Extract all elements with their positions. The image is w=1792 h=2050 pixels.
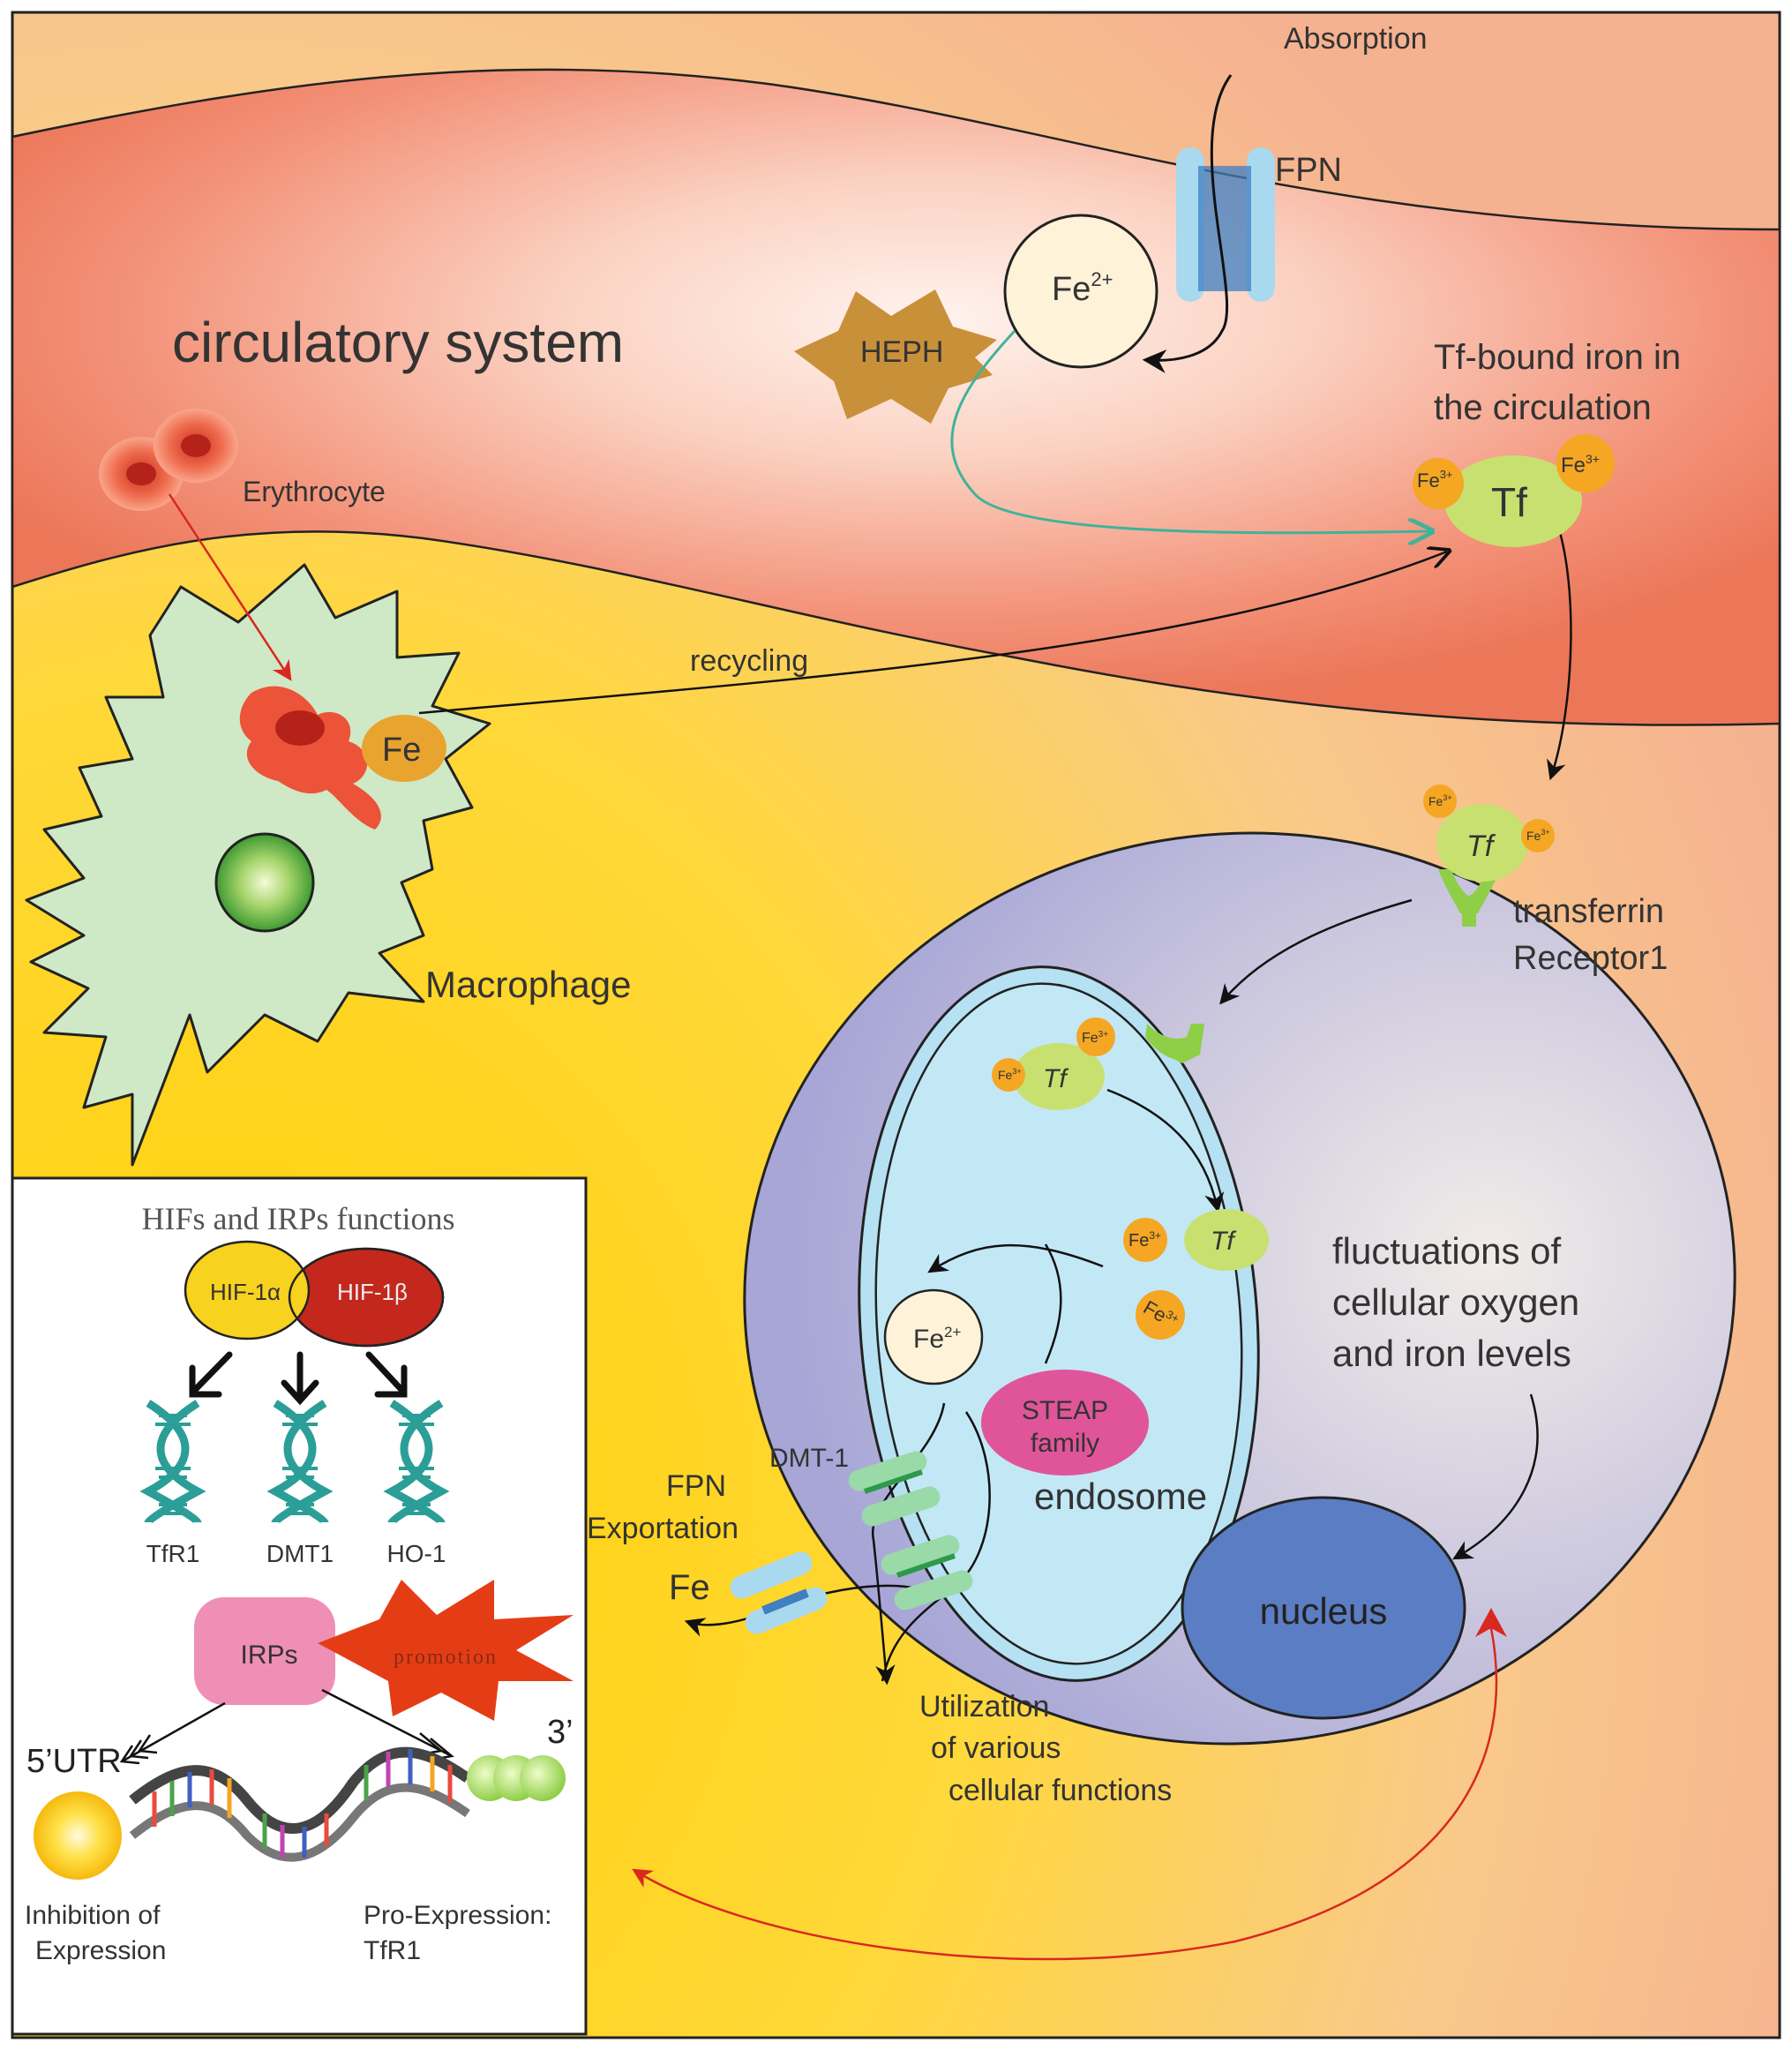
fluctuation-label-line3: and iron levels — [1332, 1333, 1571, 1374]
end3-label: 3’ — [547, 1714, 574, 1751]
dmt1-label: DMT-1 — [769, 1444, 849, 1473]
hif1b-outline — [288, 1247, 445, 1348]
poly-a-tail — [467, 1755, 566, 1801]
fe-macrophage-label: Fe — [382, 732, 421, 769]
irps-to-3end-arrow — [321, 1688, 453, 1758]
five-prime-cap — [34, 1791, 122, 1880]
hif-target-arrows — [189, 1351, 408, 1406]
inhibition-label-line1: Inhibition of — [25, 1901, 161, 1930]
hif1a-label: HIF-1α — [210, 1279, 281, 1305]
nucleus-label: nucleus — [1260, 1590, 1388, 1632]
transferrin-label-line2: Receptor1 — [1513, 940, 1668, 977]
nucleus-feedback-arrow — [632, 1627, 1498, 1961]
macrophage-nucleus — [214, 832, 315, 933]
tf-dissociation-arrow — [1106, 1088, 1225, 1213]
utilization-label-line1: Utilization — [919, 1690, 1049, 1723]
tf-bound-label-line1: Tf-bound iron in — [1434, 338, 1681, 377]
transferrin-label-line1: transferrin — [1513, 893, 1664, 930]
tf-endosome-label: Tf — [1043, 1064, 1068, 1093]
tf-released — [1123, 1209, 1269, 1340]
gene-label-ho1: HO-1 — [387, 1540, 446, 1567]
transferrin-receptor-complex — [1423, 785, 1555, 927]
heph-enzyme — [794, 289, 997, 424]
inhibition-label-line2: Expression — [35, 1936, 166, 1965]
recycling-arrow — [418, 552, 1447, 715]
receptor-to-endosome-arrow — [1219, 898, 1413, 1005]
fluctuation-label-line1: fluctuations of — [1332, 1230, 1561, 1272]
fe3-receptor-right-label: Fe3+ — [1526, 828, 1550, 843]
fe3-receptor-left-label: Fe3+ — [1428, 793, 1452, 808]
tf-endosome-complex — [992, 1017, 1115, 1110]
hif1b-label: HIF-1β — [337, 1279, 408, 1305]
erythrocyte-to-macrophage-arrow — [168, 493, 292, 681]
fe-macrophage-circle — [362, 715, 446, 782]
tf-receptor-label: Tf — [1466, 830, 1496, 863]
erythrocytes — [99, 409, 238, 511]
fpn-export-label-line1: FPN — [666, 1469, 726, 1503]
absorption-label: Absorption — [1284, 22, 1428, 56]
steap-family — [981, 1370, 1149, 1476]
tf-bound-label-line2: the circulation — [1434, 388, 1652, 427]
inset-title: HIFs and IRPs functions — [141, 1201, 454, 1236]
irps-to-5utr-arrowhead — [119, 1734, 158, 1765]
gene-label-dmt1: DMT1 — [266, 1540, 334, 1567]
steap-label-line1: STEAP — [1022, 1396, 1108, 1425]
heph-label: HEPH — [860, 335, 943, 369]
fe2-circle-endosome — [883, 1288, 984, 1385]
endosome-membrane-receptor — [1145, 1024, 1204, 1063]
fe2-top-label: Fe2+ — [1052, 268, 1113, 308]
fluctuation-label-line2: cellular oxygen — [1332, 1281, 1579, 1323]
nucleus-feedback-head — [1475, 1608, 1507, 1637]
fe2-endosome-label: Fe2+ — [913, 1324, 961, 1354]
nucleus — [1181, 1496, 1466, 1720]
fe3-endosome-left-label: Fe3+ — [998, 1067, 1022, 1082]
fe3-circulation-right-label: Fe3+ — [1561, 452, 1600, 477]
dmt1-transporters — [848, 1451, 973, 1611]
pro-expression-label-line2: TfR1 — [364, 1936, 421, 1965]
fe2-circle-top — [1003, 214, 1158, 369]
utilization-label-line2: of various — [931, 1731, 1061, 1765]
tf-circulation-complex — [1413, 434, 1615, 547]
irps-label: IRPs — [240, 1641, 297, 1670]
fe3-released-top-label: Fe3+ — [1128, 1229, 1161, 1250]
macrophage-label: Macrophage — [425, 964, 631, 1005]
hif1a-ellipse — [184, 1240, 311, 1340]
irps-box — [194, 1597, 335, 1705]
promotion-label: promotion — [394, 1646, 498, 1669]
gene-label-tfr1: TfR1 — [146, 1540, 200, 1567]
absorption-arrow — [1142, 74, 1233, 373]
steap-reduction-arrow — [927, 1243, 1104, 1273]
steap-label-line2: family — [1031, 1429, 1099, 1458]
fe3-endosome-right-label: Fe3+ — [1082, 1030, 1108, 1046]
mrna-strand — [129, 1746, 471, 1862]
phagocytosed-erythrocyte — [239, 686, 381, 830]
fe-export-label: Fe — [669, 1568, 710, 1607]
fpn-top-label: FPN — [1275, 152, 1342, 189]
fpn-channel-top — [1176, 147, 1275, 302]
fe2-to-utilization-arrow-a — [871, 1402, 946, 1686]
recycling-label: recycling — [690, 644, 808, 678]
utr5-label: 5’UTR — [26, 1743, 122, 1780]
tf-circulation-label: Tf — [1491, 479, 1527, 525]
circulatory-system-label: circulatory system — [172, 311, 624, 374]
pro-expression-label-line1: Pro-Expression: — [364, 1901, 551, 1930]
tf-released-label: Tf — [1211, 1227, 1236, 1256]
utilization-label-line3: cellular functions — [948, 1774, 1172, 1807]
fpn-channel-export — [730, 1551, 828, 1634]
fpn-export-label-line2: Exportation — [587, 1512, 739, 1545]
steap-reduction-link — [1044, 1243, 1062, 1364]
endosome-label: endosome — [1034, 1476, 1207, 1517]
fluctuation-to-nucleus-arrow — [1452, 1393, 1539, 1560]
tf-to-receptor-arrow — [1547, 511, 1572, 781]
erythrocyte-label: Erythrocyte — [243, 476, 386, 507]
fe3-circulation-left-label: Fe3+ — [1417, 468, 1453, 492]
heph-to-tf-arrow — [950, 329, 1429, 533]
promotion-burst — [318, 1580, 574, 1721]
dna-helix-icons — [139, 1400, 450, 1525]
phagocytosed-erythrocyte-core — [275, 710, 325, 746]
